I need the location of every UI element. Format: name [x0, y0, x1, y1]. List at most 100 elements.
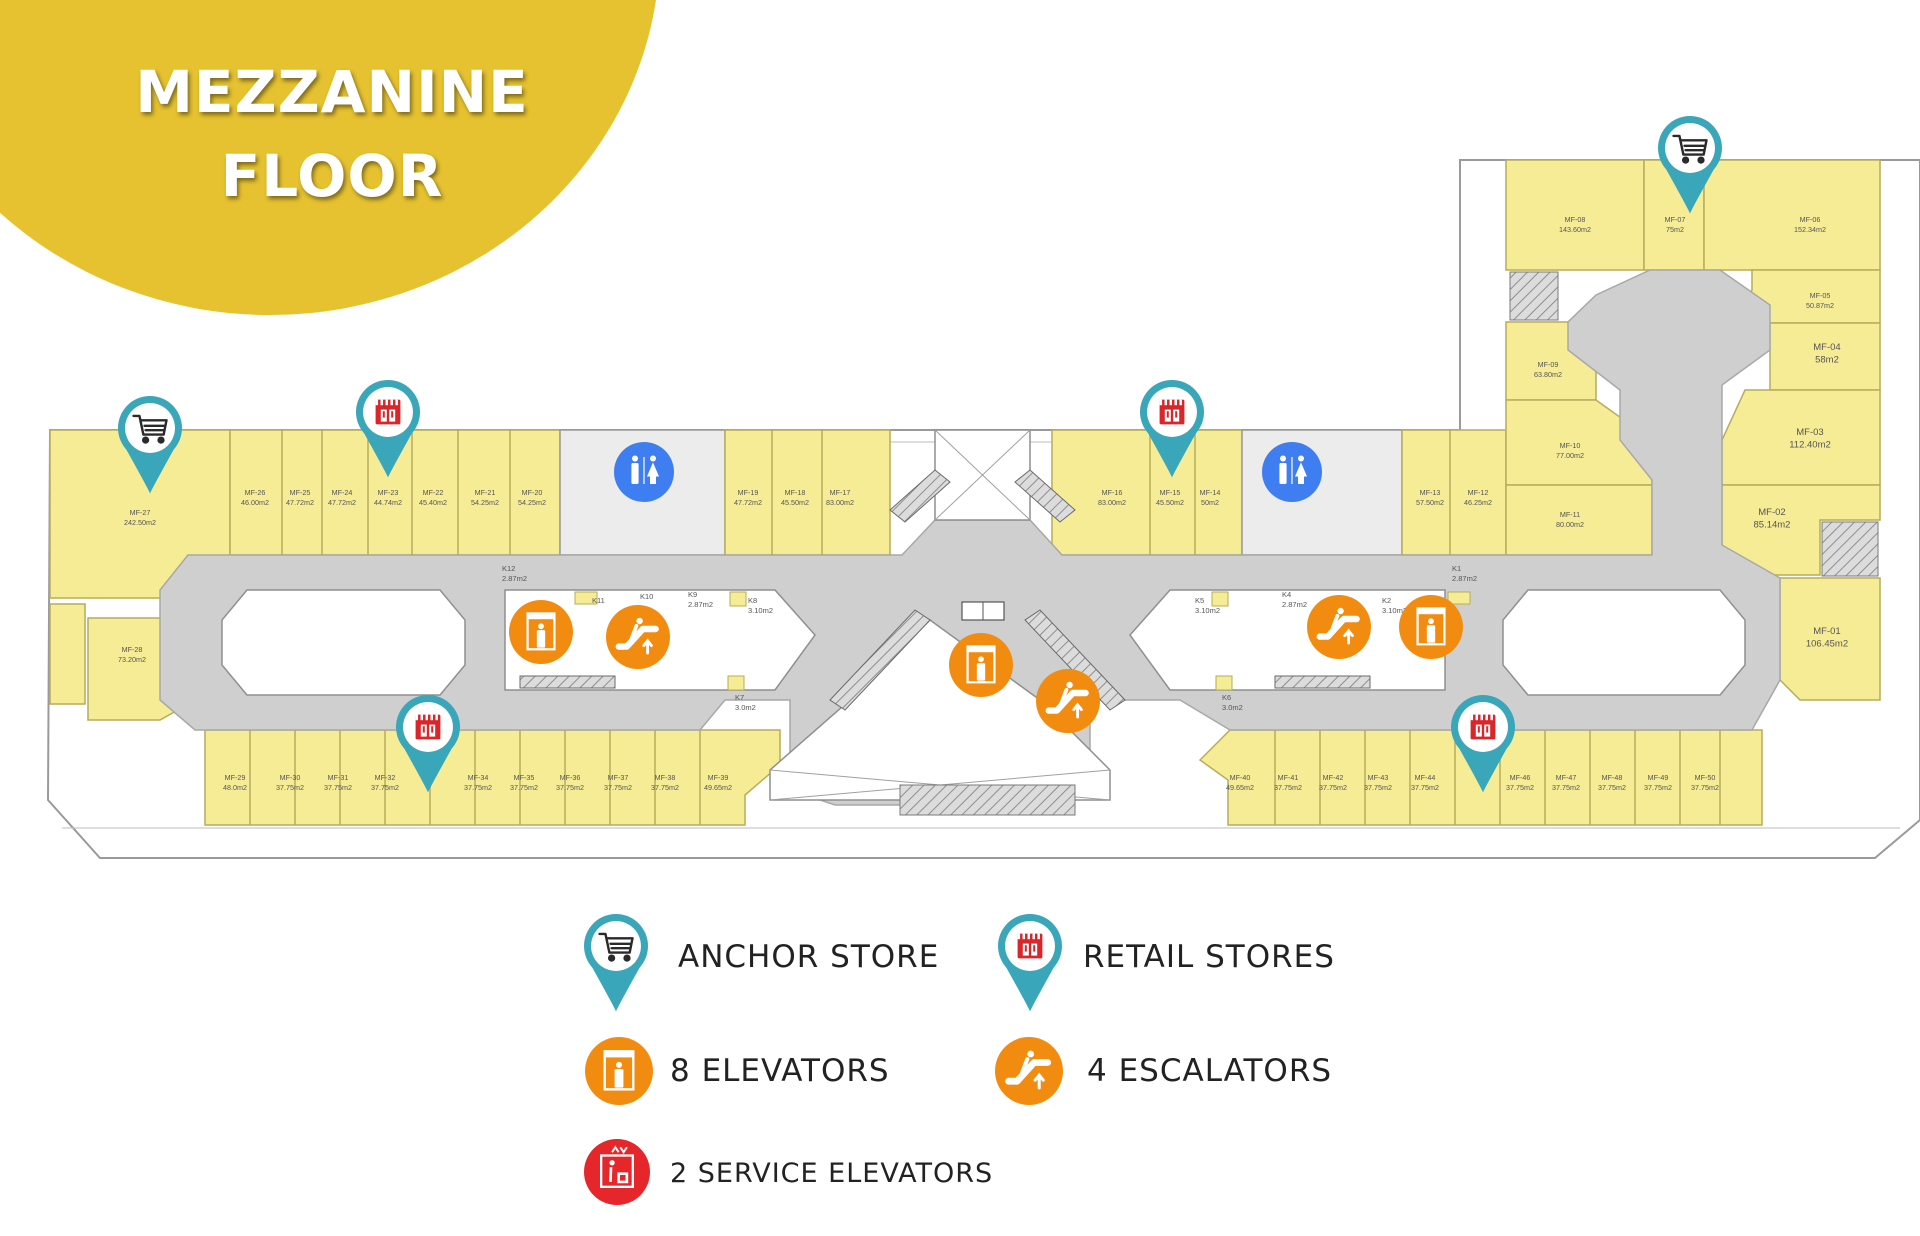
legend-escalator-badge	[995, 1037, 1063, 1105]
unit-area-mf03: 112.40m2	[1789, 440, 1831, 451]
service-elevator-icon	[584, 1139, 650, 1205]
escalator-icon	[1316, 607, 1360, 645]
kiosk-k7: K73.0m2	[735, 693, 756, 712]
kiosk-k6: K63.0m2	[1222, 693, 1243, 712]
unit-area-mf06: 152.34m2	[1794, 225, 1826, 234]
unit-id-mf10: MF-10	[1560, 441, 1581, 450]
unit-id-mf31: MF-31	[328, 773, 349, 782]
elevator-marker-1	[509, 600, 573, 664]
unit-area-mf05: 50.87m2	[1806, 301, 1834, 310]
unit-id-mf17: MF-17	[830, 488, 851, 497]
unit-id-mf07: MF-07	[1665, 215, 1686, 224]
unit-area-mf34: 37.75m2	[464, 783, 492, 792]
storefront-icon	[1017, 933, 1043, 959]
unit-id-mf19: MF-19	[738, 488, 759, 497]
kiosk-k9: K92.87m2	[688, 590, 713, 609]
kiosk-id-k1: K1	[1452, 564, 1461, 573]
unit-id-mf13: MF-13	[1420, 488, 1441, 497]
unit-area-mf30: 37.75m2	[276, 783, 304, 792]
unit-id-mf44: MF-44	[1415, 773, 1436, 782]
unit-id-mf27: MF-27	[130, 508, 151, 517]
unit-area-mf40: 49.65m2	[1226, 783, 1254, 792]
unit-area-mf11: 80.00m2	[1556, 520, 1584, 529]
unit-id-mf47: MF-47	[1556, 773, 1577, 782]
retail-marker-2	[1140, 380, 1204, 478]
kiosk-id-k10: K10	[640, 592, 653, 601]
service-elevator-block	[961, 601, 1005, 621]
kiosk-area-k2: 3.10m2	[1382, 606, 1407, 615]
unit-id-mf46: MF-46	[1510, 773, 1531, 782]
unit-id-mf21: MF-21	[475, 488, 496, 497]
unit-id-mf26: MF-26	[245, 488, 266, 497]
escalator-icon	[1045, 681, 1089, 719]
unit-area-mf12: 46.25m2	[1464, 498, 1492, 507]
retail-marker-4	[1451, 695, 1515, 793]
kiosk-k5: K53.10m2	[1195, 596, 1220, 615]
unit-area-mf15: 45.50m2	[1156, 498, 1184, 507]
unit-area-mf08: 143.60m2	[1559, 225, 1591, 234]
kiosk-area-k9: 2.87m2	[688, 600, 713, 609]
unit-area-mf49: 37.75m2	[1644, 783, 1672, 792]
unit-id-mf48: MF-48	[1602, 773, 1623, 782]
storefront-icon	[1159, 399, 1185, 425]
elevator-icon	[1416, 607, 1446, 646]
unit-id-mf35: MF-35	[514, 773, 535, 782]
unit-id-mf25: MF-25	[290, 488, 311, 497]
unit-area-mf28: 73.20m2	[118, 655, 146, 664]
escalator-marker-2	[1036, 669, 1100, 733]
kiosk-id-k8: K8	[748, 596, 757, 605]
unit-id-mf08: MF-08	[1565, 215, 1586, 224]
kiosk-area-k7: 3.0m2	[735, 703, 756, 712]
unit-id-mf30: MF-30	[280, 773, 301, 782]
anchor-marker-east	[1658, 116, 1722, 214]
unit-area-mf37: 37.75m2	[604, 783, 632, 792]
unit-id-mf23: MF-23	[378, 488, 399, 497]
unit-area-mf46: 37.75m2	[1506, 783, 1534, 792]
unit-id-mf39: MF-39	[708, 773, 729, 782]
kiosk-area-k6: 3.0m2	[1222, 703, 1243, 712]
unit-area-mf27: 242.50m2	[124, 518, 156, 527]
unit-id-mf16: MF-16	[1102, 488, 1123, 497]
floor-title-line1: MEZZANINE	[135, 58, 529, 126]
kiosk-area-k5: 3.10m2	[1195, 606, 1220, 615]
map-markers	[118, 116, 1722, 793]
unit-id-mf49: MF-49	[1648, 773, 1669, 782]
elevator-marker-2	[949, 633, 1013, 697]
escalator-icon	[615, 617, 659, 655]
escalator-marker-1	[606, 605, 670, 669]
elevator-marker-3	[1399, 595, 1463, 659]
unit-id-mf43: MF-43	[1368, 773, 1389, 782]
unit-id-mf41: MF-41	[1278, 773, 1299, 782]
unit-area-mf43: 37.75m2	[1364, 783, 1392, 792]
unit-id-mf06: MF-06	[1800, 215, 1821, 224]
